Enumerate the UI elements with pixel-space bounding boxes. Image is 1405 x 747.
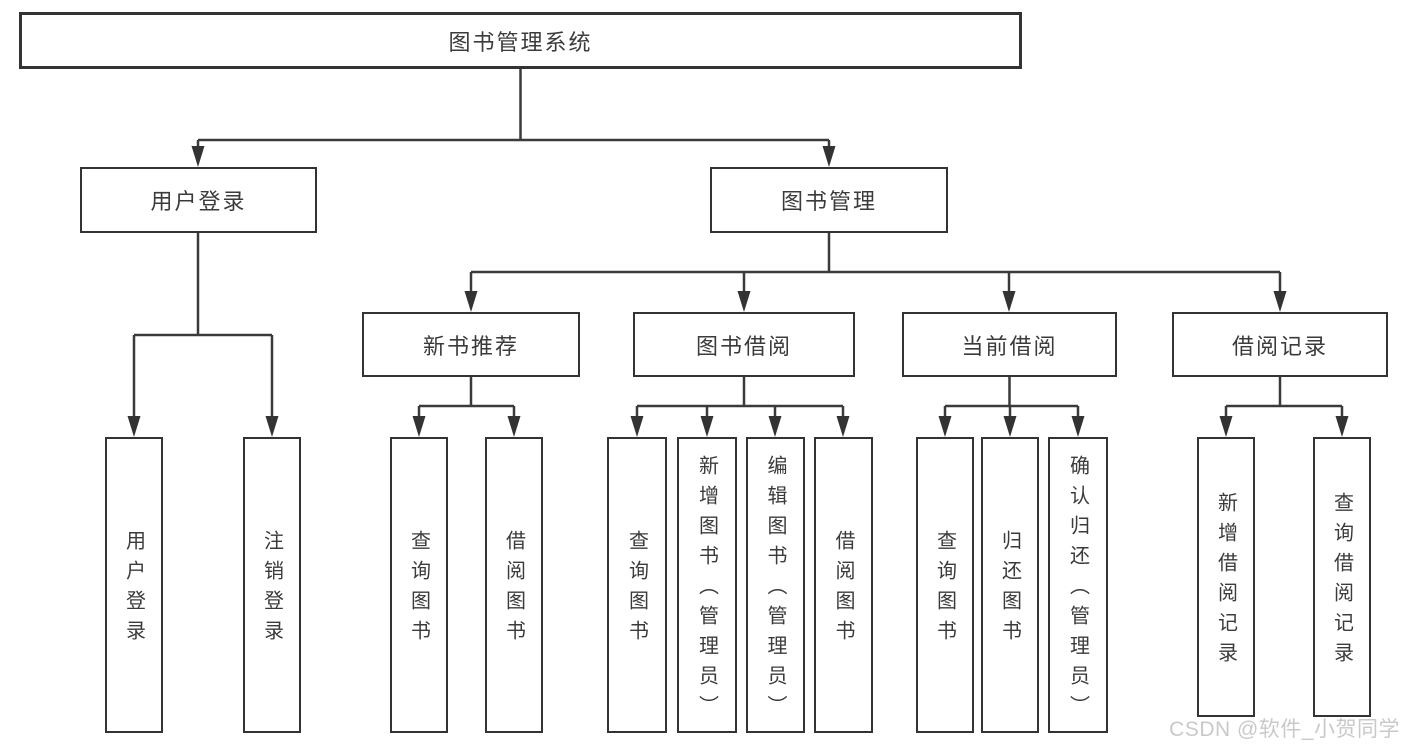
node-label: 查询图书 [625, 530, 648, 650]
node-label: 编辑图书（管理员） [764, 455, 786, 725]
arrowhead-down-icon [822, 146, 836, 167]
node-book-borrowing: 图书借阅 [633, 312, 855, 377]
arrowhead-down-icon [1273, 291, 1287, 312]
node-usecase-user-login: 用户登录 [105, 437, 163, 733]
node-label: 新增借阅记录 [1214, 492, 1237, 672]
node-usecase-query-books-2: 查询图书 [607, 437, 667, 733]
node-usecase-edit-books-admin: 编辑图书（管理员） [746, 437, 805, 733]
arrowhead-down-icon [836, 416, 850, 437]
node-label: 借阅图书 [502, 530, 525, 650]
node-usecase-query-books-3: 查询图书 [916, 437, 974, 733]
tree-edges [132, 69, 1344, 421]
node-label: 查询图书 [407, 530, 430, 650]
node-usecase-add-borrow-record: 新增借阅记录 [1197, 437, 1255, 717]
arrowhead-down-icon [1335, 416, 1349, 437]
node-library-management-system: 图书管理系统 [19, 12, 1022, 69]
node-usecase-confirm-return-admin: 确认归还（管理员） [1048, 437, 1108, 733]
node-new-book-recommend: 新书推荐 [362, 312, 580, 377]
arrowhead-down-icon [464, 291, 478, 312]
arrowhead-down-icon [412, 416, 426, 437]
node-label: 注销登录 [260, 530, 283, 650]
node-borrowing-records: 借阅记录 [1172, 312, 1388, 377]
node-label: 借阅图书 [832, 530, 854, 650]
arrowhead-down-icon [127, 416, 141, 437]
arrowhead-down-icon [1002, 291, 1016, 312]
node-usecase-add-books-admin: 新增图书（管理员） [677, 437, 737, 733]
node-book-management: 图书管理 [710, 167, 948, 233]
arrowhead-down-icon [191, 146, 205, 167]
arrowhead-down-icon [1071, 416, 1085, 437]
arrowhead-down-icon [1003, 416, 1017, 437]
node-usecase-borrow-books-1: 借阅图书 [485, 437, 543, 733]
node-current-borrowing: 当前借阅 [902, 312, 1117, 377]
arrowheads [127, 146, 1349, 437]
node-label: 新增图书（管理员） [695, 455, 718, 725]
node-label: 查询借阅记录 [1330, 492, 1353, 672]
arrowhead-down-icon [938, 416, 952, 437]
node-usecase-borrow-books-2: 借阅图书 [814, 437, 873, 733]
arrowhead-down-icon [700, 416, 714, 437]
arrowhead-down-icon [507, 416, 521, 437]
node-label: 查询图书 [933, 530, 956, 650]
arrowhead-down-icon [737, 291, 751, 312]
node-usecase-query-books-1: 查询图书 [390, 437, 448, 733]
node-label: 归还图书 [998, 530, 1021, 650]
node-label: 确认归还（管理员） [1066, 455, 1089, 725]
node-user-login: 用户登录 [80, 167, 317, 233]
arrowhead-down-icon [265, 416, 279, 437]
arrowhead-down-icon [630, 416, 644, 437]
node-usecase-query-borrow-record: 查询借阅记录 [1313, 437, 1371, 717]
arrowhead-down-icon [768, 416, 782, 437]
node-label: 用户登录 [122, 530, 145, 650]
node-usecase-logout: 注销登录 [243, 437, 301, 733]
watermark-text: CSDN @软件_小贺同学 [1169, 718, 1400, 741]
node-usecase-return-books: 归还图书 [981, 437, 1039, 733]
arrowhead-down-icon [1219, 416, 1233, 437]
